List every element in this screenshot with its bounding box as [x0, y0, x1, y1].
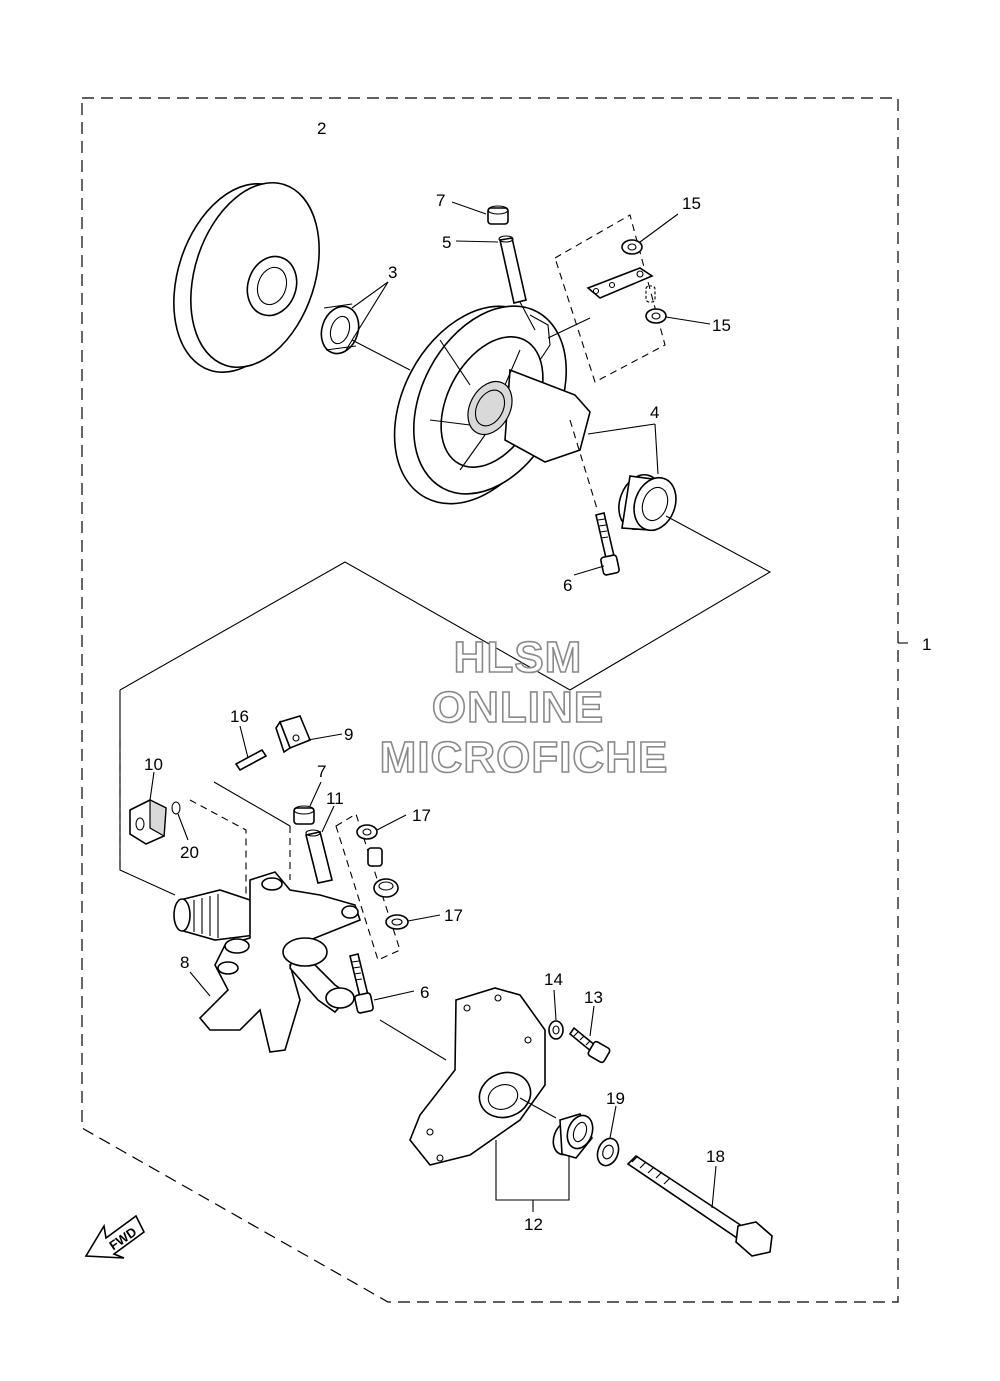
callout-17-top[interactable]: 17: [412, 806, 431, 825]
axis-line-12: [519, 1097, 557, 1119]
callout-7-top[interactable]: 7: [436, 191, 445, 210]
part-sleeve[interactable]: [498, 235, 527, 304]
callout-4[interactable]: 4: [650, 403, 659, 422]
leader-11: [321, 805, 335, 833]
callout-1[interactable]: 1: [922, 635, 931, 654]
leader-10: [149, 771, 155, 801]
part-split-collar[interactable]: [315, 302, 364, 359]
callout-20[interactable]: 20: [180, 843, 199, 862]
part-spider-hub[interactable]: [173, 871, 361, 1053]
part-bushing-top[interactable]: [612, 469, 683, 536]
watermark: HLSM ONLINE MICROFICHE: [379, 632, 669, 783]
callout-13[interactable]: 13: [584, 988, 603, 1007]
bracket-17-dashed: [335, 813, 401, 961]
part-washer-17-top[interactable]: [356, 824, 378, 840]
leader-14: [553, 989, 557, 1021]
part-bolt-bottom[interactable]: [349, 953, 374, 1014]
callout-7-bottom[interactable]: 7: [317, 762, 326, 781]
part-bolt-top[interactable]: [595, 512, 620, 576]
part-pin-16[interactable]: [234, 748, 268, 772]
leader-15-top: [639, 213, 679, 243]
callouts: 1 2 3 4 5 6 6 7 7 8 9 10 11 12 13 14 15 …: [144, 119, 931, 1234]
part-spring-17[interactable]: [367, 847, 383, 867]
axis-line-3: [351, 339, 411, 371]
watermark-line-3: MICROFICHE: [380, 733, 669, 782]
bracket-lower-left: [119, 690, 176, 896]
callout-2[interactable]: 2: [317, 119, 326, 138]
part-primary-housing[interactable]: [362, 278, 597, 531]
leader-7-bottom: [309, 781, 322, 807]
part-nut-top[interactable]: [487, 205, 509, 225]
leader-17-bottom: [407, 914, 441, 922]
leader-3a: [351, 281, 389, 309]
part-sleeve-11[interactable]: [305, 829, 333, 884]
part-block-9[interactable]: [275, 715, 312, 754]
part-lever-arm[interactable]: [586, 267, 654, 299]
leader-4b: [654, 423, 659, 475]
leader-19: [609, 1105, 617, 1139]
part-oring-20[interactable]: [171, 801, 181, 815]
part-roller-10[interactable]: [129, 799, 167, 845]
callout-12[interactable]: 12: [524, 1215, 543, 1234]
part-roller-17[interactable]: [373, 878, 399, 898]
axis-line-15: [547, 317, 591, 339]
callout-10[interactable]: 10: [144, 755, 163, 774]
leader-5: [455, 240, 499, 243]
callout-11[interactable]: 11: [326, 789, 344, 808]
axis-line-6-top: [569, 419, 599, 513]
callout-14[interactable]: 14: [544, 970, 563, 989]
watermark-line-1: HLSM: [454, 633, 583, 682]
part-washer-15-top[interactable]: [621, 239, 643, 255]
leader-16: [239, 725, 249, 759]
leader-4a: [587, 423, 656, 435]
part-sheave-disc[interactable]: [151, 166, 341, 389]
leader-17-top: [376, 814, 407, 831]
callout-3[interactable]: 3: [388, 263, 397, 282]
part-long-bolt-18[interactable]: [626, 1154, 773, 1257]
leader-7-top: [451, 201, 487, 215]
leader-18: [711, 1165, 717, 1209]
leader-6-top: [573, 565, 605, 576]
axis-line-10: [189, 799, 247, 900]
leader-20: [177, 813, 189, 841]
part-spring-pin-15[interactable]: [645, 285, 656, 303]
callout-17-bottom[interactable]: 17: [444, 906, 463, 925]
part-nut-bottom[interactable]: [293, 805, 315, 825]
callout-15-top[interactable]: 15: [682, 194, 701, 213]
watermark-line-2: ONLINE: [432, 683, 604, 732]
leader-13: [589, 1005, 595, 1037]
axis-line-6-bottom: [379, 1019, 447, 1061]
part-washer-19[interactable]: [594, 1135, 622, 1168]
callout-5[interactable]: 5: [442, 233, 451, 252]
leader-15-bottom: [665, 316, 711, 325]
callout-19[interactable]: 19: [606, 1089, 625, 1108]
leader-8: [189, 971, 211, 997]
leader-3b: [345, 281, 389, 351]
part-bolt-13[interactable]: [568, 1026, 611, 1064]
callout-6-bottom[interactable]: 6: [420, 983, 429, 1002]
bracket-9-16: [213, 781, 291, 827]
part-bushing-12[interactable]: [549, 1112, 597, 1159]
leader-6-bottom: [373, 990, 415, 1001]
callout-16[interactable]: 16: [230, 707, 249, 726]
part-cover-plate[interactable]: [409, 987, 546, 1166]
fwd-arrow-icon: FWD: [84, 1214, 146, 1259]
leader-9: [307, 733, 343, 741]
callout-18[interactable]: 18: [706, 1147, 725, 1166]
part-washer-14[interactable]: [548, 1020, 564, 1040]
callout-9[interactable]: 9: [344, 725, 353, 744]
callout-15-bottom[interactable]: 15: [712, 316, 731, 335]
callout-8[interactable]: 8: [180, 953, 189, 972]
axis-line-5: [519, 301, 536, 331]
part-washer-15-bottom[interactable]: [645, 308, 667, 324]
axis-line-4: [119, 515, 772, 691]
callout-6-top[interactable]: 6: [563, 576, 572, 595]
part-washer-17-bottom[interactable]: [385, 914, 409, 930]
bracket-15-dashed: [554, 214, 666, 383]
